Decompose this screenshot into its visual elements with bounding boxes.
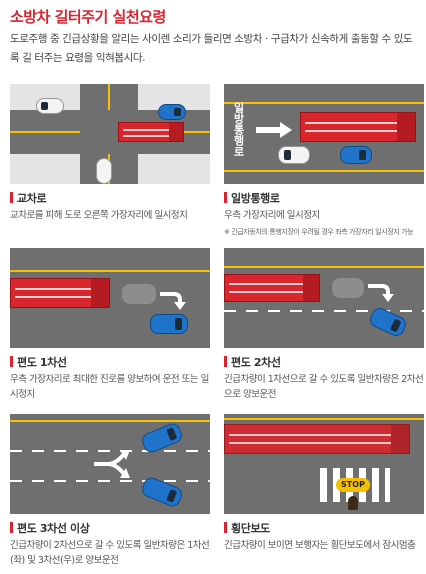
card-desc: 우측 가장자리로 최대한 진로를 양보하여 운전 또는 일시정지 xyxy=(10,374,209,400)
arrow-turn-icon xyxy=(160,292,186,310)
ghost-car xyxy=(122,284,156,304)
card-caption: 편도 3차선 이상 xyxy=(10,520,90,536)
fire-truck-3 xyxy=(10,278,110,308)
card-two-lanes: 편도 2차선 긴급차량이 1차선으로 갈 수 있도록 일반차량은 2차선으로 양… xyxy=(224,248,424,400)
card-caption: 횡단보도 xyxy=(224,520,270,536)
two-lanes-scene xyxy=(224,248,424,348)
ghost-car-2 xyxy=(332,278,364,298)
stop-sign: STOP xyxy=(336,478,370,492)
pedestrian-icon xyxy=(348,496,358,510)
oneway-scene: 일방통행로 xyxy=(224,84,424,184)
card-caption: 편도 2차선 xyxy=(224,354,281,370)
fire-truck-1 xyxy=(118,122,184,142)
card-one-lane: 편도 1차선 우측 가장자리로 최대한 진로를 양보하여 운전 또는 일시정지 xyxy=(10,248,210,400)
fire-truck-2 xyxy=(300,112,416,142)
card-desc: 긴급차량이 2차선으로 갈 수 있도록 일반차량은 1차선(좌) 및 3차선(우… xyxy=(10,540,210,566)
blue-car-3 xyxy=(150,314,188,334)
card-note: ※ 긴급자동차의 통행지장이 우려될 경우 좌측 가장자리 일시정지 가능 xyxy=(224,228,414,236)
arrow-right-icon xyxy=(256,122,292,138)
page-title: 소방차 길터주기 실천요령 xyxy=(10,8,166,26)
blue-car-2 xyxy=(340,146,372,164)
card-crosswalk: STOP 횡단보도 긴급차량이 보이면 보행자는 횡단보도에서 잠시멈춤 xyxy=(224,414,424,551)
arrow-turn-icon xyxy=(368,284,394,302)
fire-truck-5 xyxy=(224,424,410,454)
intro-text: 도로주행 중 긴급상황을 알리는 사이렌 소리가 들리면 소방차 · 구급차가 … xyxy=(10,33,413,64)
card-three-lanes: 편도 3차선 이상 긴급차량이 2차선으로 갈 수 있도록 일반차량은 1차선(… xyxy=(10,414,210,566)
white-car-1 xyxy=(36,98,64,114)
card-caption: 일방통행로 xyxy=(224,190,280,206)
blue-car-1 xyxy=(158,104,186,120)
card-intersection: 교차로 교차로를 피해 도로 오른쪽 가장자리에 일시정지 xyxy=(10,84,210,221)
split-arrow-icon xyxy=(94,450,130,478)
card-oneway: 일방통행로 일방통행로 우측 가장자리에 일시정지 ※ 긴급자동차의 통행지장이… xyxy=(224,84,424,236)
crosswalk-scene: STOP xyxy=(224,414,424,514)
card-desc: 긴급차량이 1차선으로 갈 수 있도록 일반차량은 2차선으로 양보운전 xyxy=(224,374,424,400)
fire-truck-4 xyxy=(224,274,320,302)
oneway-road-text: 일방통행로 xyxy=(232,102,245,157)
white-car-3 xyxy=(278,146,310,164)
card-desc: 긴급차량이 보이면 보행자는 횡단보도에서 잠시멈춤 xyxy=(224,540,416,551)
three-lanes-scene xyxy=(10,414,210,514)
white-car-2 xyxy=(96,158,112,184)
card-caption: 편도 1차선 xyxy=(10,354,67,370)
intersection-scene xyxy=(10,84,210,184)
card-desc: 우측 가장자리에 일시정지 xyxy=(224,210,320,221)
one-lane-scene xyxy=(10,248,210,348)
card-desc: 교차로를 피해 도로 오른쪽 가장자리에 일시정지 xyxy=(10,210,188,221)
card-caption: 교차로 xyxy=(10,190,47,206)
